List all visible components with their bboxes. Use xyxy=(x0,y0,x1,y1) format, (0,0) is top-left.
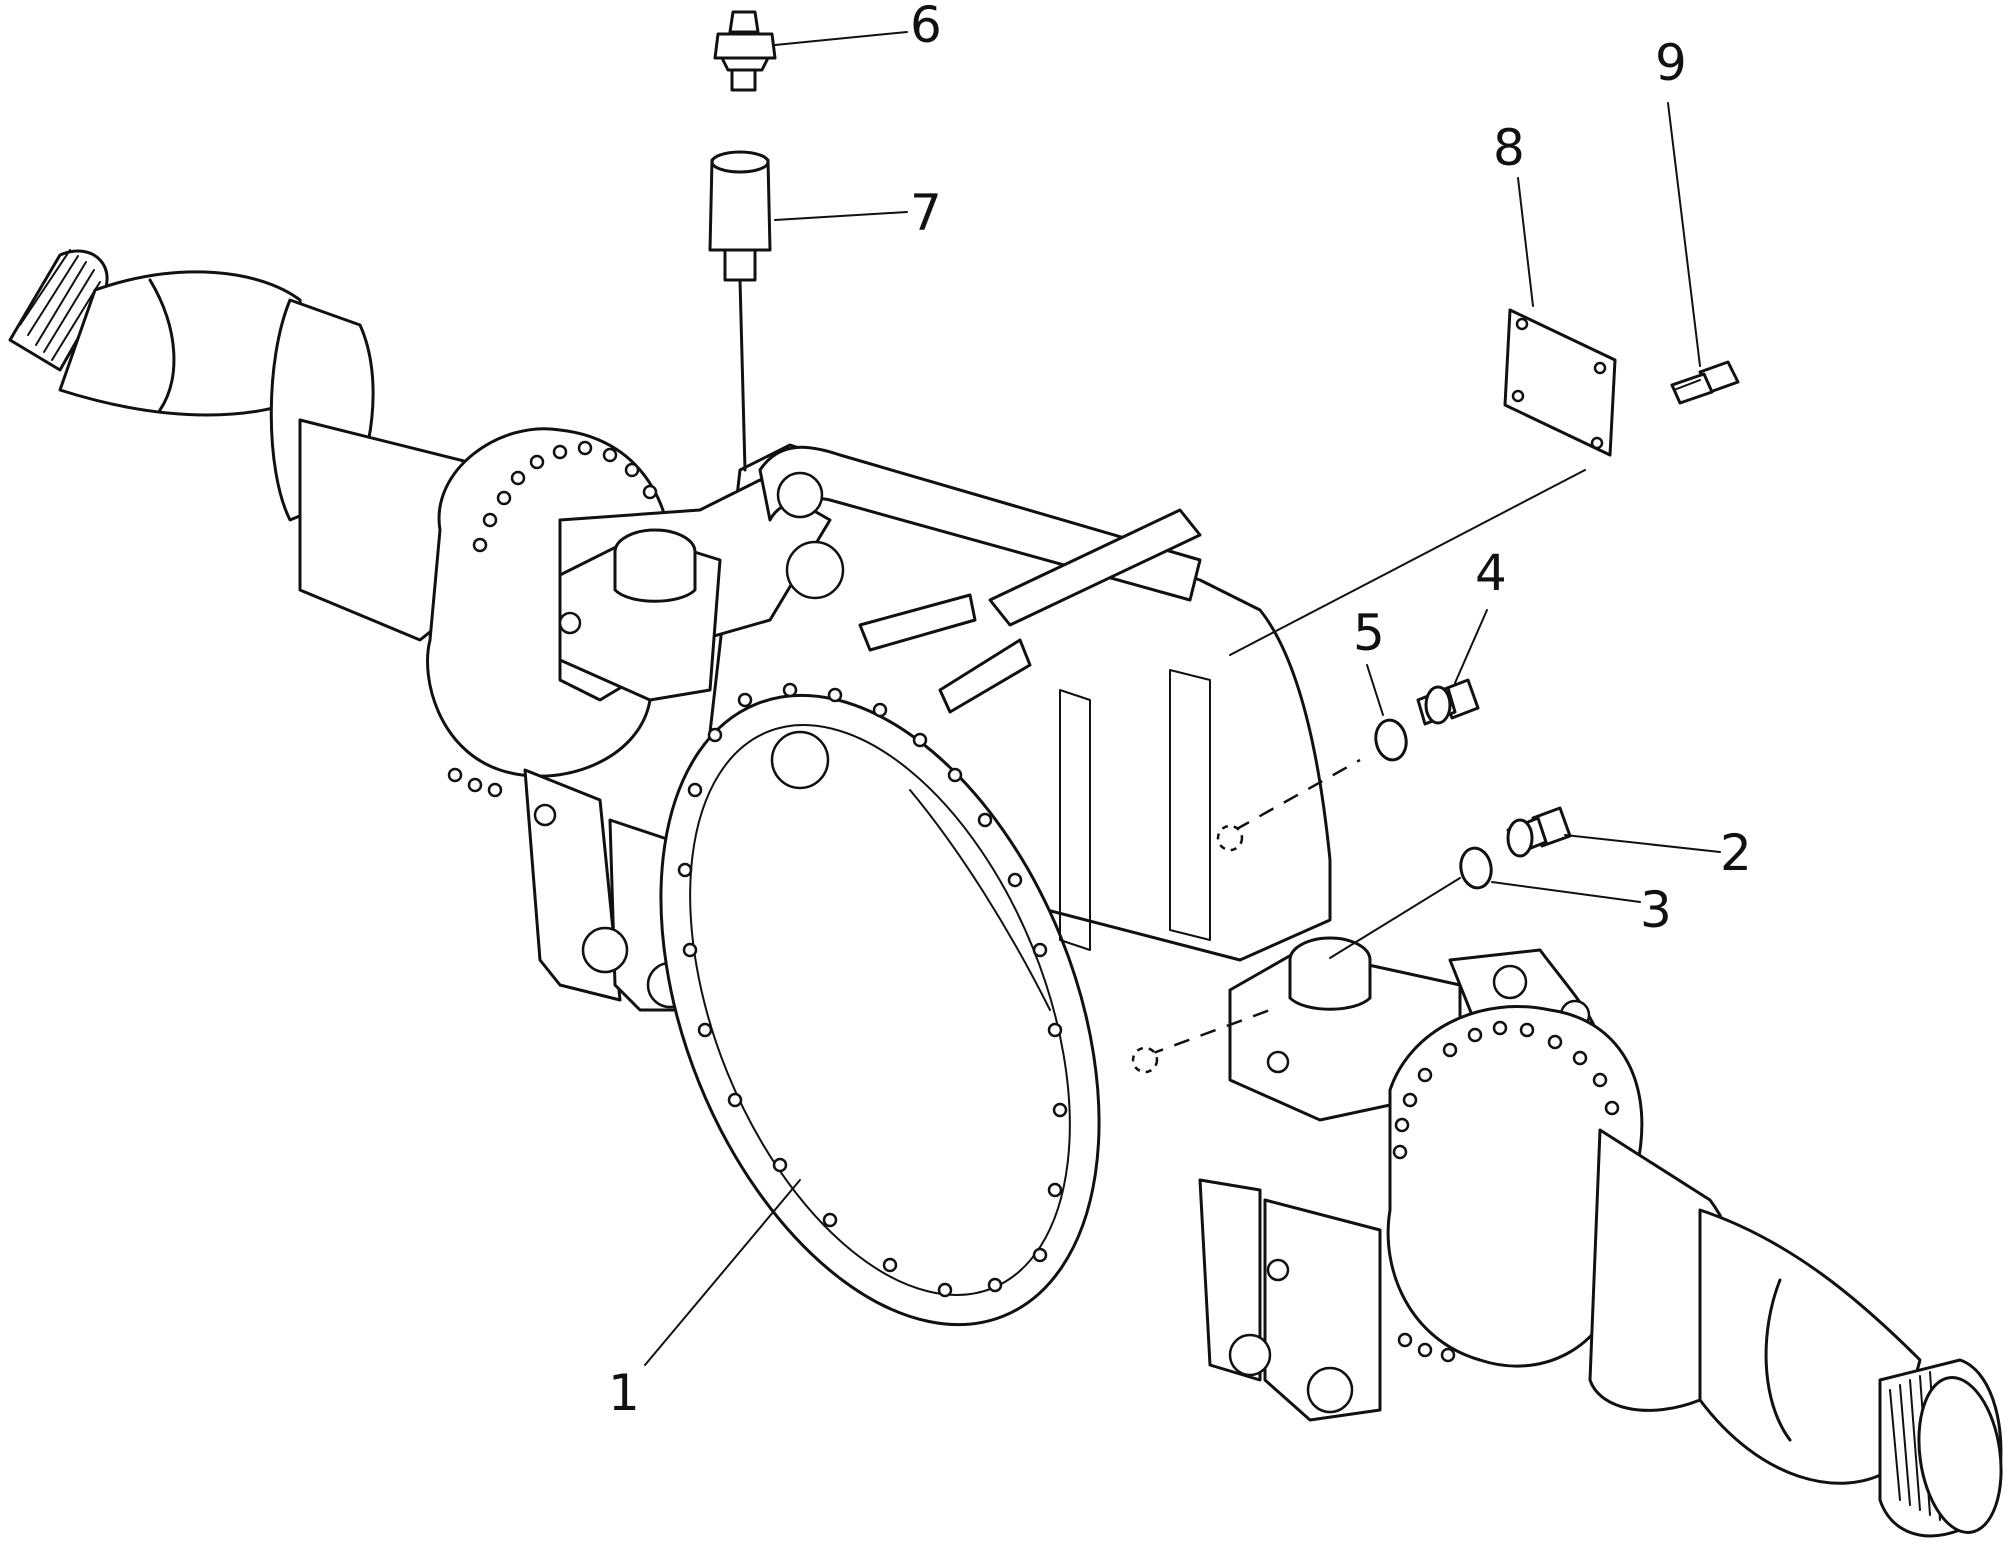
leader-line-8 xyxy=(1517,177,1534,307)
callout-9: 9 xyxy=(1655,34,1687,92)
part-2-plug xyxy=(1506,806,1572,858)
right-axle-shaft xyxy=(1588,1128,2003,1538)
leader-line-6 xyxy=(774,31,908,46)
leader-line-7 xyxy=(774,211,908,221)
bore-hidden-lines xyxy=(1131,758,1361,1074)
right-flange-bolt-holes xyxy=(1392,1020,1620,1363)
part-8-cover xyxy=(1503,308,1617,457)
leader-line-4 xyxy=(1454,609,1488,684)
left-flange-bolt-holes xyxy=(447,440,658,798)
leader-line-9 xyxy=(1667,102,1701,367)
callout-2: 2 xyxy=(1720,824,1752,882)
leader-line-3 xyxy=(1491,881,1641,903)
part-5-o-ring xyxy=(1374,718,1408,762)
part-4-plug xyxy=(1416,678,1480,726)
leader-line-2 xyxy=(1564,834,1721,853)
callout-numbers: 1 2 3 4 5 6 7 8 9 xyxy=(608,0,1752,1422)
callout-8: 8 xyxy=(1493,119,1525,177)
leader-line-1 xyxy=(644,1179,801,1366)
callout-3: 3 xyxy=(1640,881,1672,939)
leader-line-cover xyxy=(1229,469,1586,656)
part-7-breather-adapter xyxy=(708,150,772,472)
part-9-bolt xyxy=(1670,360,1740,405)
callout-7: 7 xyxy=(910,184,942,242)
leader-lines xyxy=(644,31,1721,1366)
leader-line-plug-2 xyxy=(1329,877,1461,959)
callout-5: 5 xyxy=(1353,604,1385,662)
callout-1: 1 xyxy=(608,1364,640,1422)
callout-4: 4 xyxy=(1475,544,1507,602)
axle-housing-body xyxy=(523,443,1332,1327)
leader-line-5 xyxy=(1366,664,1384,716)
right-hub-flange xyxy=(1198,936,1644,1422)
carrier-flange-bolt-holes xyxy=(677,682,1068,1298)
callout-6: 6 xyxy=(910,0,942,54)
part-3-o-ring xyxy=(1459,846,1493,890)
part-6-breather xyxy=(713,10,777,92)
